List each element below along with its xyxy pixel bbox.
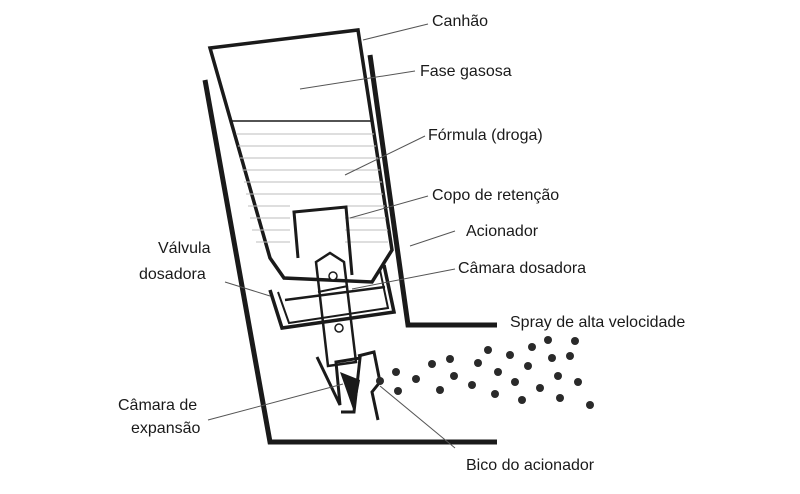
label-copo-retencao: Copo de retenção: [432, 187, 559, 204]
labels: Canhão Fase gasosa Fórmula (droga) Copo …: [118, 13, 685, 474]
actuator-housing: [202, 54, 497, 445]
label-formula: Fórmula (droga): [428, 127, 543, 144]
canister: [207, 28, 394, 284]
label-canhao: Canhão: [432, 13, 488, 30]
spray-droplets: [376, 336, 594, 409]
label-valvula-line1: Válvula: [158, 240, 211, 257]
label-valvula-line2: dosadora: [139, 266, 206, 283]
metering-chamber: [268, 264, 397, 330]
retention-cup: [292, 205, 354, 276]
label-camara-expansao-line1: Câmara de: [118, 397, 197, 414]
formula-hatching: [236, 133, 388, 243]
leader-lines: [207, 23, 456, 449]
label-camara-dosadora: Câmara dosadora: [458, 260, 586, 277]
label-acionador: Acionador: [466, 223, 539, 240]
valve-stem: [314, 251, 358, 368]
label-spray: Spray de alta velocidade: [510, 314, 685, 331]
label-fase-gasosa: Fase gasosa: [420, 63, 512, 80]
label-camara-expansao-line2: expansão: [131, 420, 200, 437]
label-bico: Bico do acionador: [466, 457, 595, 474]
